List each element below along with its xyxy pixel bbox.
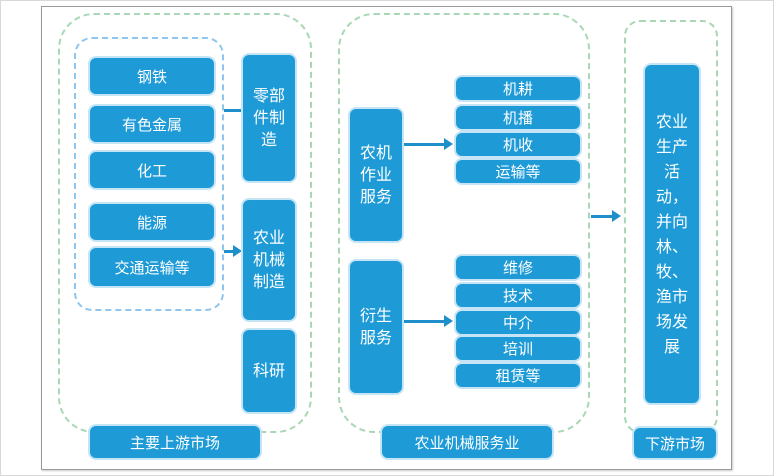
material-steel: 钢铁 [88, 56, 216, 96]
material-chemical: 化工 [88, 150, 216, 190]
service-label: 农业机械服务业 [380, 424, 554, 460]
downstream-label: 下游市场 [632, 426, 718, 460]
operation-services-box: 农机作业服务 [348, 107, 404, 243]
operation-item-plowing: 机耕 [454, 75, 582, 102]
operation-item-sowing: 机播 [454, 104, 582, 131]
derived-item-agency: 中介 [454, 309, 582, 336]
research-box: 科研 [241, 328, 297, 414]
material-transport: 交通运输等 [88, 246, 216, 288]
parts-manufacturing-box: 零部件制造 [241, 53, 297, 183]
derived-item-training: 培训 [454, 335, 582, 362]
arrow-to-machinery [224, 245, 242, 257]
materials-group [74, 37, 224, 311]
arrow-to-downstream [591, 210, 621, 222]
machinery-manufacturing-box: 农业机械制造 [241, 198, 297, 322]
material-energy: 能源 [88, 202, 216, 242]
arrow-to-derived-items [404, 315, 453, 327]
derived-services-box: 衍生服务 [348, 259, 404, 395]
operation-item-harvesting: 机收 [454, 131, 582, 158]
derived-item-maintenance: 维修 [454, 254, 582, 281]
operation-item-transport: 运输等 [454, 158, 582, 185]
derived-item-leasing: 租赁等 [454, 362, 582, 389]
upstream-label: 主要上游市场 [88, 424, 262, 460]
derived-item-technology: 技术 [454, 282, 582, 309]
downstream-development-box: 农业生产活动，并向林、牧、渔市场发展 [643, 63, 701, 405]
arrow-to-operation-items [404, 138, 453, 150]
material-nonferrous: 有色金属 [88, 104, 216, 144]
diagram-frame [41, 6, 732, 470]
connector-to-parts [224, 109, 242, 112]
